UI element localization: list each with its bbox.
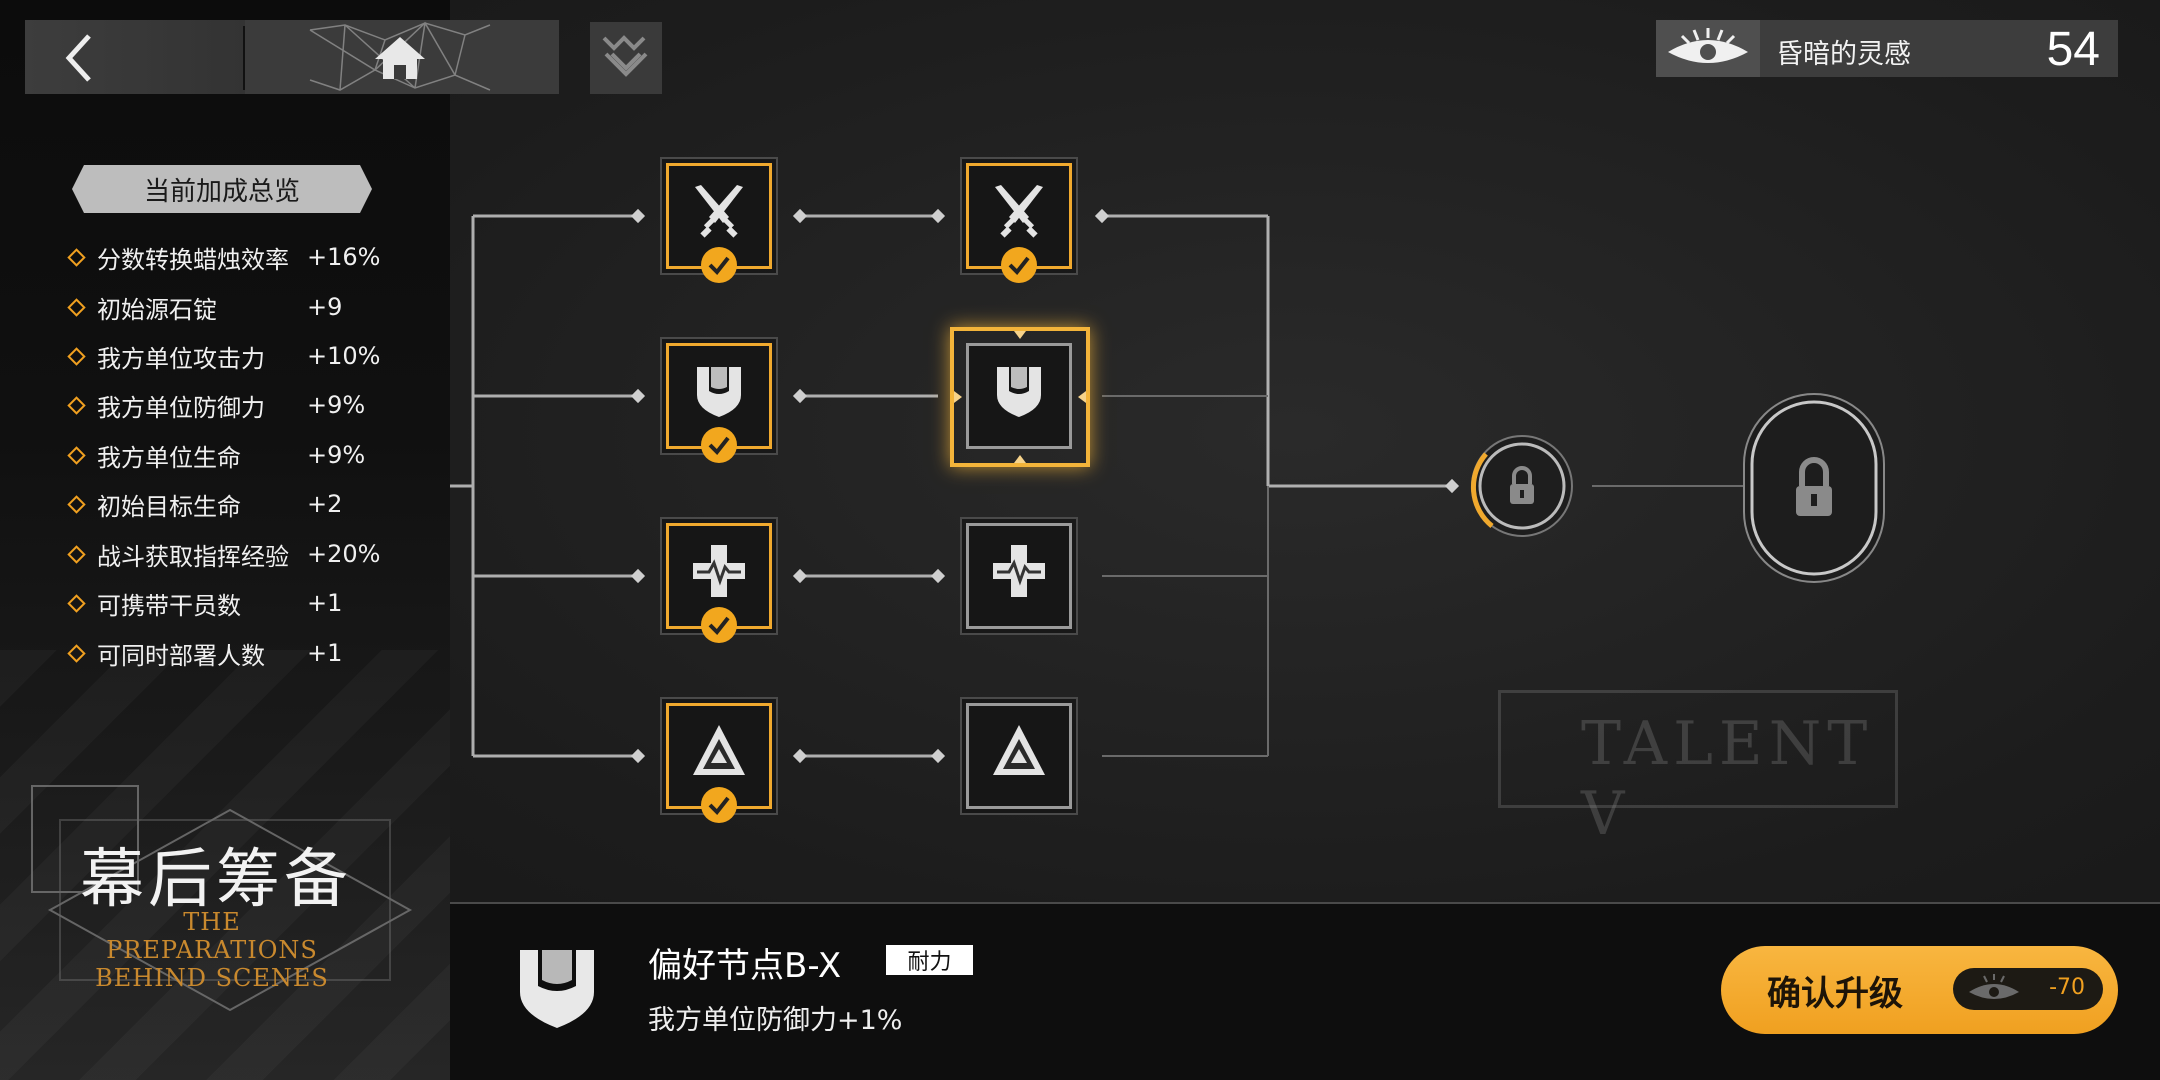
diamond-icon	[67, 643, 86, 663]
check-icon	[1001, 247, 1037, 283]
home-button[interactable]	[245, 20, 559, 94]
confirm-label: 确认升级	[1767, 974, 1903, 1014]
bonus-row: 我方单位攻击力+10%	[67, 339, 380, 373]
bonus-row: 初始目标生命+2	[67, 487, 342, 521]
talent-node-health-1[interactable]	[660, 517, 778, 643]
talent-node-defense-2[interactable]	[960, 337, 1078, 455]
diamond-icon	[67, 247, 86, 267]
selected-node-tag: 耐力	[886, 945, 973, 975]
diamond-icon	[67, 297, 86, 317]
talent-watermark: TALENT V	[1498, 690, 1898, 849]
talent-node-special-2[interactable]	[960, 697, 1078, 815]
eye-icon	[1668, 28, 1748, 63]
diamond-icon	[67, 445, 86, 465]
confirm-upgrade-button[interactable]: 确认升级 -70	[1721, 946, 2118, 1034]
medical-cross-icon	[993, 545, 1045, 597]
locked-node-large[interactable]	[1734, 388, 1894, 588]
topbar-separator	[243, 26, 246, 90]
medical-cross-icon	[693, 545, 745, 597]
selected-node-name: 偏好节点B-X	[648, 946, 842, 986]
check-icon	[701, 787, 737, 823]
talent-node-attack-1[interactable]	[660, 157, 778, 283]
diamond-icon	[67, 346, 86, 366]
sword-icon	[695, 185, 743, 238]
page-subtitle: THE PREPARATIONS BEHIND SCENES	[95, 908, 329, 992]
check-icon	[701, 247, 737, 283]
diamond-icon	[67, 544, 86, 564]
terminal-button[interactable]	[590, 22, 662, 94]
diamond-icon	[67, 395, 86, 415]
bonus-row: 分数转换蜡烛效率+16%	[67, 240, 380, 274]
back-button[interactable]	[25, 20, 245, 94]
eye-icon	[1969, 974, 2019, 999]
selected-node-highlight	[950, 327, 1090, 467]
currency-icon-box	[1656, 20, 1760, 77]
check-icon	[701, 607, 737, 643]
shield-icon	[997, 367, 1041, 417]
upgrade-cost: -70	[2049, 975, 2085, 1000]
cost-pill: -70	[1953, 968, 2103, 1010]
talent-node-health-2[interactable]	[960, 517, 1078, 635]
sword-icon	[995, 185, 1043, 238]
bonus-row: 初始源石锭+9	[67, 290, 342, 324]
bonus-row: 我方单位防御力+9%	[67, 388, 365, 422]
diamond-icon	[67, 593, 86, 613]
shield-icon	[697, 367, 741, 417]
lock-icon	[1796, 457, 1832, 516]
talent-node-attack-2[interactable]	[960, 157, 1078, 283]
shield-icon	[520, 950, 594, 1028]
selection-arrows	[954, 331, 1086, 463]
locked-node-small[interactable]	[1462, 426, 1582, 546]
chevron-emblem-icon	[602, 35, 648, 77]
bonus-row: 可同时部署人数+1	[67, 636, 342, 670]
page-title: 幕后筹备	[80, 843, 352, 917]
triangle-eye-icon	[993, 725, 1045, 775]
talent-node-defense-1[interactable]	[660, 337, 778, 463]
home-icon	[375, 37, 425, 79]
check-icon	[701, 427, 737, 463]
diamond-icon	[67, 494, 86, 514]
currency-name: 昏暗的灵感	[1776, 39, 1911, 70]
selected-node-description: 我方单位防御力+1%	[648, 1005, 903, 1036]
lock-icon	[1510, 466, 1534, 504]
chevron-left-icon	[65, 34, 91, 82]
bonus-row: 我方单位生命+9%	[67, 438, 365, 472]
currency-panel: 昏暗的灵感 54	[1656, 20, 2118, 77]
summary-title: 当前加成总览	[72, 165, 372, 213]
triangle-eye-icon	[693, 725, 745, 775]
bonus-row: 战斗获取指挥经验+20%	[67, 537, 380, 571]
currency-count: 54	[2046, 23, 2100, 76]
talent-node-special-1[interactable]	[660, 697, 778, 823]
title-frame	[31, 785, 413, 1012]
bonus-row: 可携带干员数+1	[67, 586, 342, 620]
